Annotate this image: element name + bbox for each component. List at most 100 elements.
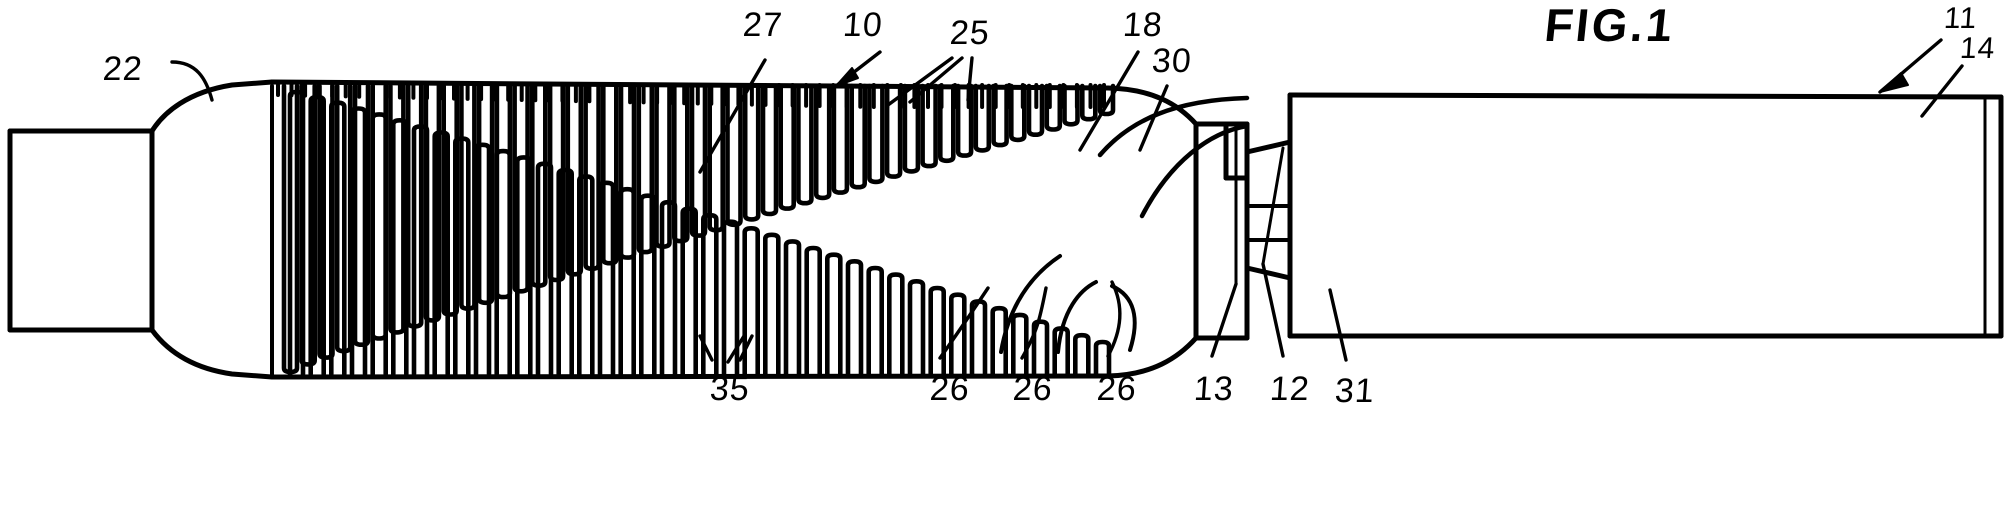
- slot-lower: [949, 292, 967, 377]
- leader-25-a: [886, 56, 954, 107]
- slot-upper: [1026, 83, 1045, 137]
- ref-label-25: 25: [948, 14, 992, 52]
- figure-title: FIG.1: [1542, 0, 1678, 51]
- ref-label-26-c: 26: [1095, 370, 1139, 408]
- leader-27: [698, 58, 767, 174]
- ref-label-11: 11: [1942, 2, 1979, 35]
- leader-35-a: [698, 334, 714, 362]
- slot-upper: [867, 83, 885, 185]
- slot-lower: [825, 252, 843, 377]
- slot-upper: [831, 83, 850, 195]
- slot-lower: [1093, 339, 1112, 377]
- contour-curve-inner: [1139, 123, 1250, 219]
- slot-upper: [352, 83, 371, 347]
- ref-label-27: 27: [741, 6, 785, 44]
- ref-label-14: 14: [1958, 32, 1997, 65]
- slot-lower: [494, 148, 512, 377]
- leader-25-c: [966, 56, 974, 102]
- slot-upper: [938, 83, 956, 164]
- slot-upper: [813, 83, 832, 201]
- slot-upper: [902, 83, 921, 174]
- slot-upper: [388, 83, 406, 335]
- slot-upper: [1062, 83, 1080, 127]
- slot-upper: [760, 83, 779, 217]
- leader-14: [1920, 64, 1964, 118]
- slot-lower: [639, 193, 657, 377]
- ref-label-30: 30: [1150, 42, 1194, 80]
- slot-lower: [597, 180, 616, 377]
- ref-label-26-b: 26: [1011, 370, 1055, 408]
- slot-lower: [473, 142, 492, 377]
- slot-lower: [866, 265, 884, 377]
- tool-body-top-edge: [1287, 92, 2004, 100]
- ref-label-12: 12: [1268, 370, 1312, 408]
- slot-lower: [556, 167, 574, 377]
- slot-upper: [973, 83, 992, 153]
- slot-lower: [1073, 332, 1091, 377]
- slot-upper: [991, 83, 1009, 148]
- slot-lower: [742, 226, 760, 377]
- collar-bottom-shoulder: [1105, 335, 1199, 379]
- slot-lower: [907, 279, 926, 377]
- slot-upper: [512, 83, 530, 294]
- nose-bottom-curve: [149, 327, 275, 380]
- slot-upper: [884, 83, 903, 179]
- leader-12: [1261, 262, 1285, 358]
- slot-lower: [391, 118, 409, 377]
- contour-curve-outer: [1097, 95, 1250, 158]
- slot-lower: [969, 299, 988, 377]
- device-outline: [7, 79, 2004, 380]
- slot-lower: [577, 174, 595, 377]
- slot-upper: [1009, 83, 1027, 143]
- leader-13: [1210, 282, 1238, 358]
- slot-lower: [845, 259, 864, 377]
- lower-slot-group: [287, 89, 1112, 377]
- slot-upper: [849, 83, 867, 190]
- slot-lower: [763, 232, 781, 377]
- slot-upper: [955, 83, 974, 158]
- slot-lower: [680, 206, 698, 377]
- leader-35-c: [738, 334, 754, 362]
- fin-contour-a: [999, 254, 1062, 354]
- slot-upper: [1044, 83, 1063, 132]
- slot-lower: [535, 161, 554, 377]
- slot-lower: [1011, 312, 1029, 377]
- slot-lower: [701, 212, 719, 377]
- slot-lower: [349, 106, 368, 377]
- ref-label-13: 13: [1192, 370, 1236, 408]
- leader-26-b: [1020, 286, 1048, 360]
- slot-lower: [990, 305, 1008, 377]
- slot-lower: [804, 245, 822, 377]
- slot-lower: [515, 155, 533, 377]
- leader-26-a: [938, 286, 990, 360]
- slot-upper: [796, 83, 814, 206]
- slot-lower: [783, 239, 802, 377]
- ref-label-18: 18: [1121, 6, 1165, 44]
- ref-label-22: 22: [101, 50, 145, 88]
- leader-10-arrowhead: [835, 67, 859, 87]
- slot-upper: [707, 83, 725, 233]
- leader-18: [1078, 50, 1140, 152]
- fin-contour-c: [1110, 284, 1137, 352]
- ref-label-26-a: 26: [928, 370, 972, 408]
- slot-lower: [887, 272, 905, 377]
- ref-label-35: 35: [708, 370, 752, 408]
- slot-lower: [329, 100, 347, 377]
- slot-upper: [742, 83, 761, 222]
- slot-upper: [778, 83, 796, 211]
- slot-lower: [659, 199, 678, 377]
- leader-11-arrowhead: [1879, 72, 1909, 93]
- sleeve-bottom-edge: [269, 373, 1111, 380]
- slot-upper: [1080, 83, 1098, 122]
- slot-lower: [618, 186, 636, 377]
- slot-upper: [476, 83, 495, 306]
- top-edge-tick-group: [276, 83, 1106, 109]
- leader-31: [1328, 288, 1348, 362]
- slot-lower: [721, 219, 740, 377]
- slot-upper: [1097, 83, 1116, 117]
- slot-lower: [1031, 319, 1050, 377]
- fin-contour-b: [1056, 280, 1098, 354]
- slot-lower: [453, 136, 471, 377]
